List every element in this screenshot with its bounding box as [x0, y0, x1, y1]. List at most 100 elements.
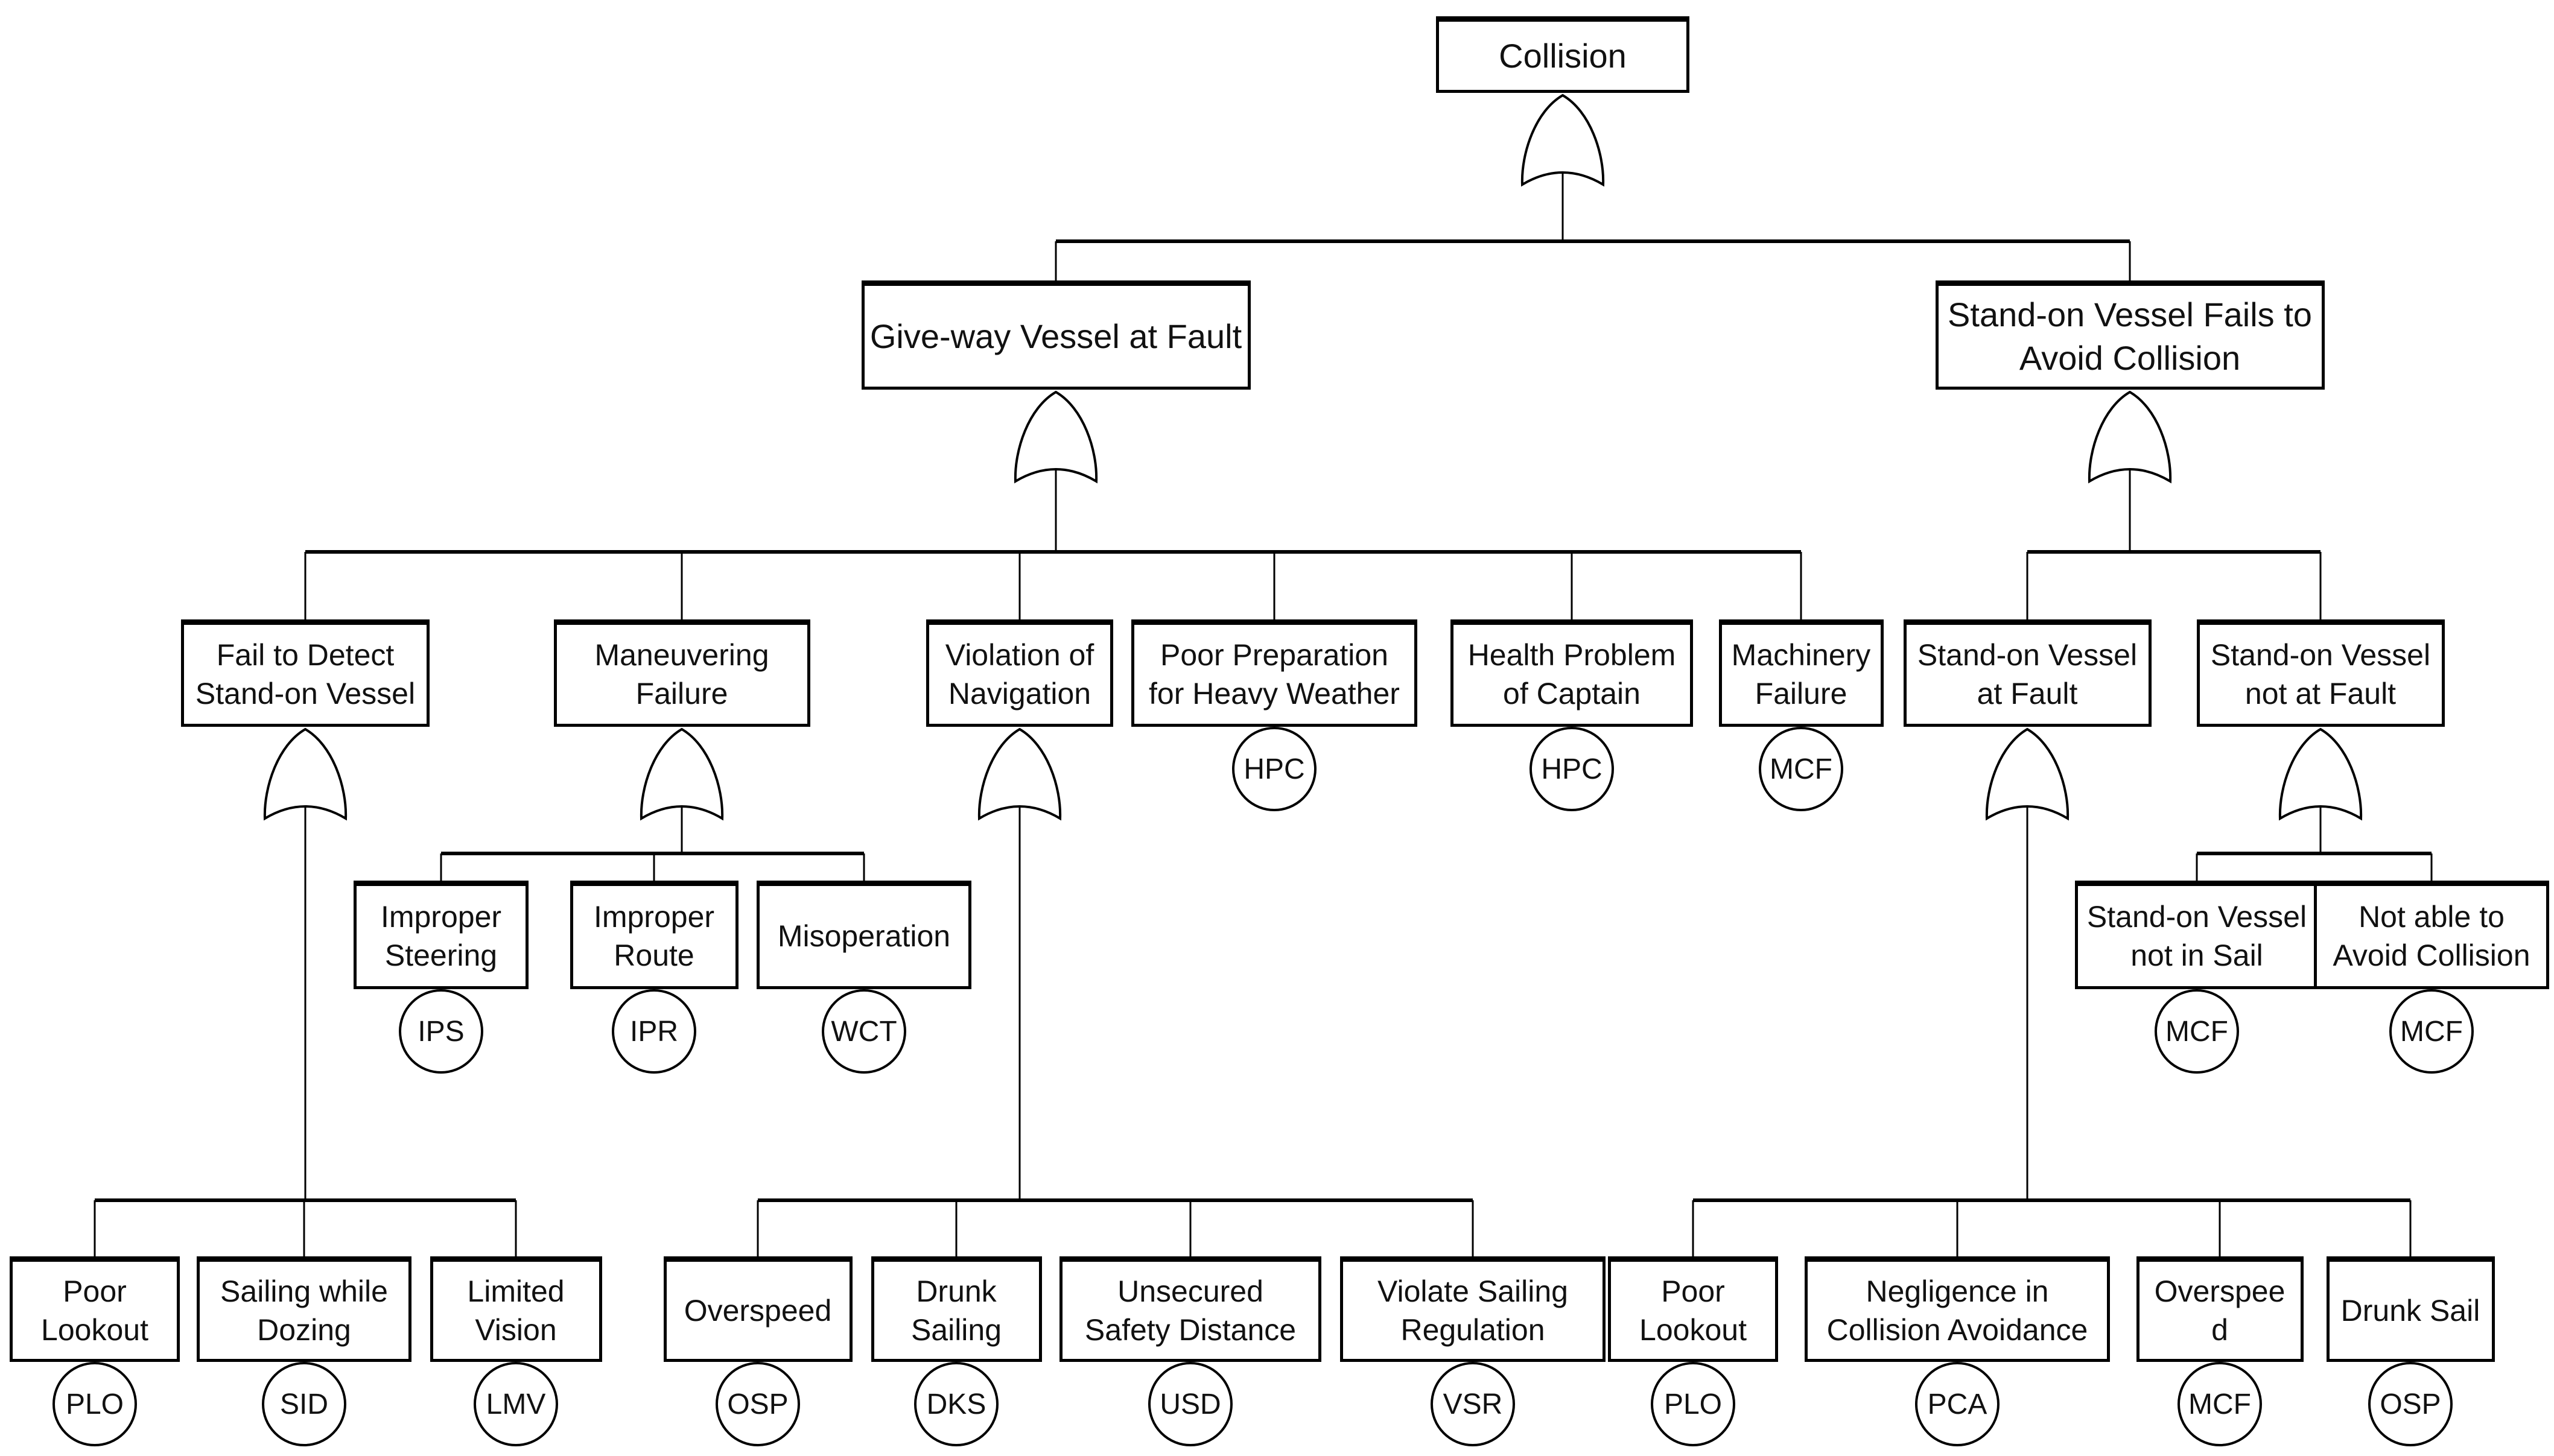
- basic-event-circle-violate_reg: VSR: [1431, 1362, 1515, 1446]
- event-label-line: Stand-on Vessel: [2086, 900, 2307, 934]
- basic-event-circle-sailing_dozing: SID: [262, 1362, 346, 1446]
- basic-event-code: MCF: [2400, 1015, 2463, 1048]
- event-box-violation: Violation of Navigation: [926, 619, 1113, 727]
- or-gate-icon: [1985, 727, 2070, 821]
- event-label-line: Improper: [593, 900, 715, 934]
- event-box-standon_notsail: Stand-on Vessel not in Sail: [2074, 881, 2319, 989]
- basic-event-circle-poor_lookout_r: PLO: [1651, 1362, 1735, 1446]
- event-label-line: Negligence in: [1866, 1274, 2049, 1308]
- event-box-drunk_sail: Drunk Sail: [2326, 1256, 2495, 1362]
- basic-event-circle-drunk_sailing: DKS: [914, 1362, 999, 1446]
- event-label-line: Regulation: [1400, 1312, 1545, 1347]
- basic-event-circle-improper_route: IPR: [612, 989, 696, 1074]
- basic-event-code: MCF: [2165, 1015, 2228, 1048]
- event-label-line: Poor: [63, 1274, 127, 1308]
- event-label-line: at Fault: [1977, 677, 2078, 711]
- event-label-line: Sailing: [910, 1312, 1002, 1347]
- event-label-line: Safety Distance: [1084, 1312, 1297, 1347]
- basic-event-circle-overspeed_l: OSP: [716, 1362, 800, 1446]
- or-gate-icon: [640, 727, 724, 821]
- basic-event-circle-negligence: PCA: [1915, 1362, 2000, 1446]
- event-label-line: Violate Sailing: [1377, 1274, 1568, 1308]
- event-label-line: Failure: [1755, 677, 1847, 711]
- event-label-line: Sailing while: [220, 1274, 388, 1308]
- event-box-negligence: Negligence in Collision Avoidance: [1805, 1256, 2110, 1362]
- event-label-line: Stand-on Vessel: [195, 677, 416, 711]
- event-label-line: not in Sail: [2130, 938, 2263, 972]
- basic-event-code: MCF: [2188, 1388, 2251, 1420]
- event-label-line: Avoid Collision: [2333, 938, 2530, 972]
- event-label-line: Violation of: [945, 638, 1094, 672]
- basic-event-circle-drunk_sail: OSP: [2368, 1362, 2453, 1446]
- basic-event-circle-health_problem: HPC: [1530, 727, 1614, 811]
- event-box-collision: Collision: [1436, 16, 1689, 93]
- event-label-line: Health Problem: [1467, 638, 1676, 672]
- basic-event-code: OSP: [727, 1388, 789, 1420]
- event-label-line: Stand-on Vessel Fails to: [1948, 295, 2312, 334]
- event-label-line: Stand-on Vessel: [1917, 638, 2138, 672]
- event-label-line: Give-way Vessel at Fault: [869, 317, 1242, 355]
- event-label-line: Poor: [1661, 1274, 1725, 1308]
- event-box-standon_notfault: Stand-on Vessel not at Fault: [2196, 619, 2445, 727]
- event-label-line: not at Fault: [2244, 677, 2397, 711]
- basic-event-circle-poor_lookout_l: PLO: [52, 1362, 137, 1446]
- event-label-line: Not able to: [2359, 900, 2505, 934]
- event-box-standon_fault: Stand-on Vessel at Fault: [1903, 619, 2152, 727]
- event-label-line: Collision Avoidance: [1826, 1312, 2088, 1347]
- or-gate-icon: [2278, 727, 2363, 821]
- event-label-line: Route: [614, 938, 694, 972]
- basic-event-code: PLO: [65, 1388, 124, 1420]
- event-label-line: of Captain: [1503, 677, 1641, 711]
- event-label-line: Drunk Sail: [2340, 1293, 2480, 1328]
- event-label-line: Lookout: [1639, 1312, 1747, 1347]
- event-label-line: Navigation: [948, 677, 1091, 711]
- or-gate-icon: [1520, 93, 1605, 187]
- event-label-line: Poor Preparation: [1160, 638, 1388, 672]
- basic-event-circle-poor_prep: HPC: [1232, 727, 1317, 811]
- basic-event-circle-limited_vision: LMV: [474, 1362, 558, 1446]
- event-label-line: Unsecured: [1117, 1274, 1263, 1308]
- event-box-poor_prep: Poor Preparation for Heavy Weather: [1131, 619, 1417, 727]
- basic-event-code: LMV: [486, 1388, 546, 1420]
- basic-event-code: SID: [279, 1388, 328, 1420]
- basic-event-code: MCF: [1770, 753, 1832, 785]
- event-label-line: Stand-on Vessel: [2210, 638, 2431, 672]
- basic-event-circle-unsecured: USD: [1148, 1362, 1233, 1446]
- event-box-misoperation: Misoperation: [757, 881, 971, 989]
- basic-event-circle-misoperation: WCT: [822, 989, 906, 1074]
- event-label-line: Fail to Detect: [216, 638, 395, 672]
- or-gate-icon: [263, 727, 348, 821]
- event-label-line: for Heavy Weather: [1149, 677, 1400, 711]
- or-gate-icon: [977, 727, 1062, 821]
- event-box-health_problem: Health Problem of Captain: [1450, 619, 1693, 727]
- basic-event-circle-improper_steering: IPS: [399, 989, 483, 1074]
- event-label-line: Failure: [635, 677, 728, 711]
- or-gate-icon: [2088, 390, 2172, 484]
- basic-event-code: HPC: [1541, 753, 1603, 785]
- event-label-line: Overspee: [2154, 1274, 2286, 1308]
- basic-event-code: IPR: [629, 1015, 678, 1048]
- event-label-line: Machinery: [1731, 638, 1871, 672]
- basic-event-code: PLO: [1663, 1388, 1723, 1420]
- event-label-line: Lookout: [41, 1312, 148, 1347]
- event-box-give_way: Give-way Vessel at Fault: [861, 280, 1251, 390]
- event-box-notable_avoid: Not able to Avoid Collision: [2314, 881, 2549, 989]
- basic-event-code: VSR: [1443, 1388, 1503, 1420]
- basic-event-circle-notable_avoid: MCF: [2389, 989, 2474, 1074]
- event-label-line: Dozing: [257, 1312, 351, 1347]
- basic-event-code: DKS: [926, 1388, 986, 1420]
